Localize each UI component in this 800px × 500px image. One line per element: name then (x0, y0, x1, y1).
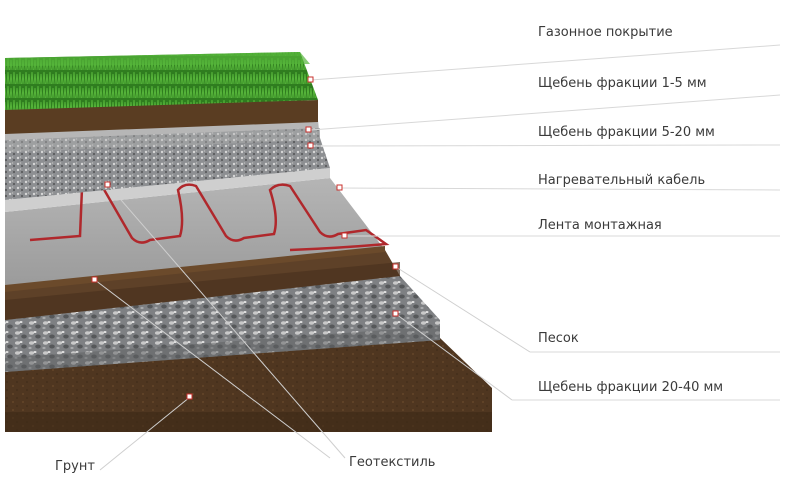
label-gravel-1-5: Щебень фракции 1-5 мм (538, 76, 707, 91)
label-lawn: Газонное покрытие (538, 25, 673, 40)
label-soil: Грунт (55, 459, 95, 474)
label-sand: Песок (538, 331, 579, 346)
label-heating-cable: Нагревательный кабель (538, 173, 705, 188)
lawn-layer (5, 52, 318, 134)
label-mounting-tape: Лента монтажная (538, 218, 662, 233)
label-gravel-5-20: Щебень фракции 5-20 мм (538, 125, 715, 140)
label-geotextile: Геотекстиль (349, 455, 435, 470)
label-gravel-20-40: Щебень фракции 20-40 мм (538, 380, 723, 395)
